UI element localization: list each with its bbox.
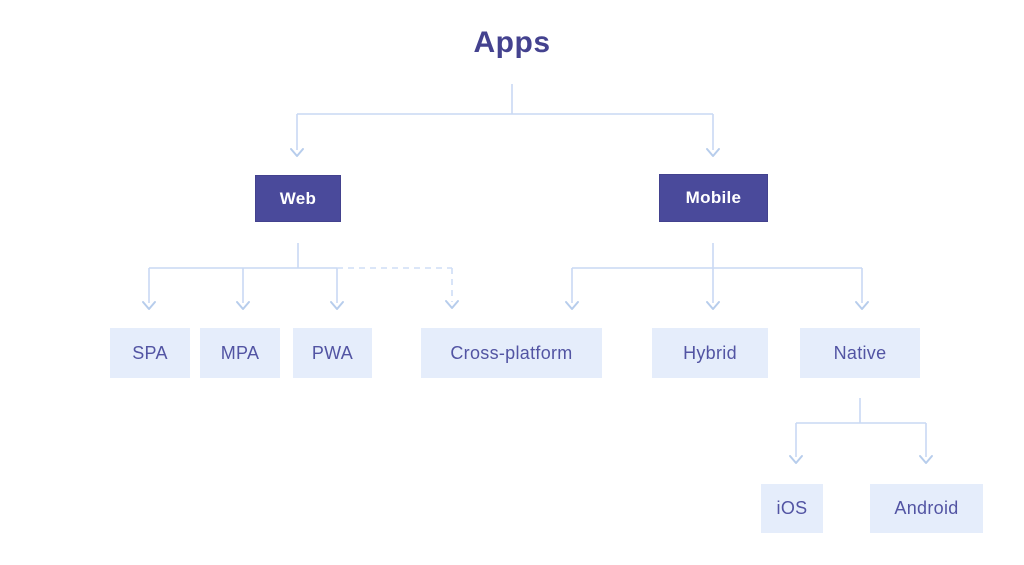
- node-spa: SPA: [110, 328, 190, 378]
- node-web: Web: [255, 175, 341, 222]
- connector-web-children: [142, 243, 344, 310]
- node-mobile: Mobile: [659, 174, 768, 222]
- connector-web-crossplatform-dashed: [337, 267, 459, 309]
- node-mpa: MPA: [200, 328, 280, 378]
- node-android: Android: [870, 484, 983, 533]
- diagram-title: Apps: [473, 26, 551, 59]
- connector-apps-children: [290, 84, 720, 157]
- node-hybrid: Hybrid: [652, 328, 768, 378]
- connector-native-children: [789, 398, 933, 464]
- node-native: Native: [800, 328, 920, 378]
- node-pwa: PWA: [293, 328, 372, 378]
- node-cross-platform: Cross-platform: [421, 328, 602, 378]
- connector-mobile-children: [565, 243, 869, 310]
- node-ios: iOS: [761, 484, 823, 533]
